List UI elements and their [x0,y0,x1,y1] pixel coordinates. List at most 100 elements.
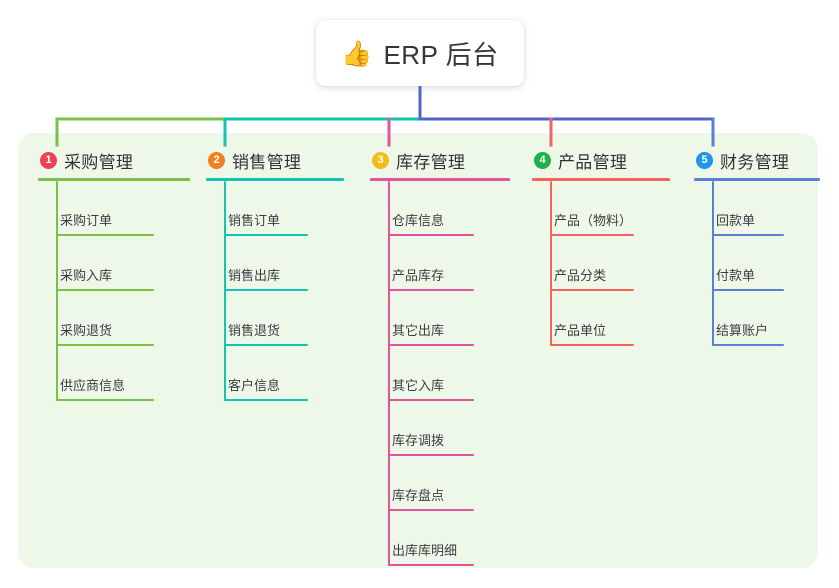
thumbs-up-icon: 👍 [341,38,373,68]
branch-item-label: 付款单 [716,268,756,283]
branch-item-rule [388,344,474,346]
branch-item-rule [388,564,474,566]
branch-item-label: 产品单位 [554,323,607,338]
branch-item-rule [224,289,308,291]
branch-number-badge: 3 [372,151,389,169]
branch-item[interactable]: 库存盘点 [370,456,510,511]
branch-item-rule [388,234,474,236]
branch-column-4: 4 产品管理产品（物料） 产品分类产品单位 [532,148,670,346]
branch-item-rule [550,289,634,291]
branch-trunk-line [388,181,390,566]
branch-item[interactable]: 客户信息 [206,346,344,401]
branch-item[interactable]: 采购退货 [38,291,190,346]
branch-item-rule [224,344,308,346]
branch-item-rule [388,454,474,456]
branch-item-label: 采购退货 [60,323,113,338]
branch-item-rule [388,399,474,401]
branch-item-label: 回款单 [716,213,756,228]
branch-item[interactable]: 库存调拨 [370,401,510,456]
branch-item-label: 库存调拨 [392,433,445,448]
branch-header-3[interactable]: 3 库存管理 [370,148,510,172]
branch-item[interactable]: 供应商信息 [38,346,190,401]
diagram-background-panel [18,133,818,568]
branch-underline [38,178,190,181]
branch-item-label: 销售出库 [228,268,281,283]
branch-title: 产品管理 [558,152,628,172]
branch-item[interactable]: 销售出库 [206,236,344,291]
branch-item[interactable]: 产品库存 [370,236,510,291]
root-node-content: 👍 ERP 后台 [341,35,498,72]
branch-item-rule [712,289,784,291]
branch-item[interactable]: 销售订单 [206,181,344,236]
branch-item[interactable]: 产品单位 [532,291,670,346]
branch-item-rule [550,344,634,346]
branch-header-4[interactable]: 4 产品管理 [532,148,670,172]
branch-item-rule [56,344,154,346]
branch-item-label: 供应商信息 [60,378,126,393]
branch-underline [694,178,820,181]
branch-item-rule [56,399,154,401]
branch-items: 产品（物料） 产品分类产品单位 [532,181,670,346]
branch-item-label: 销售订单 [228,213,281,228]
branch-trunk-line [550,181,552,346]
branch-item-rule [388,509,474,511]
branch-item-rule [224,234,308,236]
branch-column-5: 5 财务管理回款单付款单结算账户 [694,148,820,346]
branch-item-rule [388,289,474,291]
branch-title: 销售管理 [232,152,302,172]
branch-number-badge: 5 [696,151,713,169]
branch-item-label: 产品（物料） [554,213,633,228]
branch-underline [370,178,510,181]
branch-title: 采购管理 [64,152,134,172]
branch-number-badge: 4 [534,151,551,169]
branch-item[interactable]: 结算账户 [694,291,820,346]
branch-header-2[interactable]: 2 销售管理 [206,148,344,172]
branch-number-badge: 2 [208,151,225,169]
branch-item-label: 库存盘点 [392,488,445,503]
branch-items: 销售订单销售出库销售退货客户信息 [206,181,344,401]
branch-trunk-line [56,181,58,401]
branch-items: 仓库信息产品库存其它出库其它入库库存调拨库存盘点出库库明细 [370,181,510,566]
branch-item-label: 其它出库 [392,323,445,338]
branch-item[interactable]: 仓库信息 [370,181,510,236]
branch-column-3: 3 库存管理仓库信息产品库存其它出库其它入库库存调拨库存盘点出库库明细 [370,148,510,566]
branch-item-label: 结算账户 [716,323,769,338]
branch-header-1[interactable]: 1 采购管理 [38,148,190,172]
branch-item[interactable]: 产品分类 [532,236,670,291]
branch-item-label: 出库库明细 [392,543,458,558]
branch-item-rule [712,234,784,236]
branch-item[interactable]: 付款单 [694,236,820,291]
branch-title: 库存管理 [396,152,466,172]
branch-item-label: 采购订单 [60,213,113,228]
root-node-title: ERP 后台 [383,39,499,70]
branch-items: 采购订单采购入库采购退货供应商信息 [38,181,190,401]
branch-item[interactable]: 回款单 [694,181,820,236]
branch-item-label: 销售退货 [228,323,281,338]
branch-item[interactable]: 其它出库 [370,291,510,346]
branch-title: 财务管理 [720,152,790,172]
branch-trunk-line [224,181,226,401]
branch-column-1: 1 采购管理采购订单采购入库采购退货供应商信息 [38,148,190,401]
branch-item[interactable]: 产品（物料） [532,181,670,236]
root-node[interactable]: 👍 ERP 后台 [316,20,524,86]
branch-item-label: 其它入库 [392,378,445,393]
branch-item-label: 产品分类 [554,268,607,283]
branch-item-label: 采购入库 [60,268,113,283]
branch-item[interactable]: 采购订单 [38,181,190,236]
branch-item-label: 仓库信息 [392,213,445,228]
branch-item-rule [56,234,154,236]
branch-item[interactable]: 销售退货 [206,291,344,346]
branch-item-label: 客户信息 [228,378,281,393]
branch-header-5[interactable]: 5 财务管理 [694,148,820,172]
branch-item[interactable]: 其它入库 [370,346,510,401]
branch-item-rule [712,344,784,346]
branch-item[interactable]: 出库库明细 [370,511,510,566]
branch-column-2: 2 销售管理销售订单销售出库销售退货客户信息 [206,148,344,401]
branch-item-rule [56,289,154,291]
branch-trunk-line [712,181,714,346]
branch-item[interactable]: 采购入库 [38,236,190,291]
branch-number-badge: 1 [40,151,57,169]
branch-underline [532,178,670,181]
branch-item-rule [224,399,308,401]
branch-items: 回款单付款单结算账户 [694,181,820,346]
